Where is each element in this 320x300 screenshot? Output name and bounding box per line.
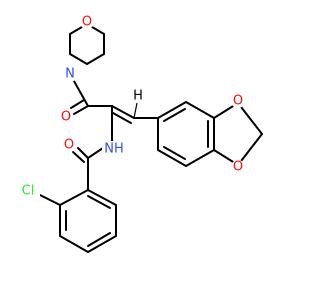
bond bbox=[59, 189, 89, 206]
bond bbox=[111, 105, 135, 119]
bond bbox=[87, 189, 117, 206]
atom-label: NH bbox=[104, 142, 124, 157]
bond bbox=[163, 108, 186, 122]
atom-vinyl-hydrogen: H bbox=[132, 89, 144, 104]
bond bbox=[185, 101, 215, 119]
bond bbox=[72, 151, 85, 163]
atom-ketone-oxygen: O bbox=[59, 110, 73, 125]
bond bbox=[157, 101, 187, 119]
bond bbox=[59, 235, 89, 253]
atom-labels: O N O O NH H O O bbox=[18, 15, 245, 199]
bond bbox=[70, 99, 85, 109]
bond bbox=[87, 235, 117, 253]
atom-label: N bbox=[65, 67, 75, 82]
atom-chlorine: Cl bbox=[18, 184, 40, 199]
atom-dioxole-oxygen-bottom: O bbox=[231, 160, 245, 175]
atom-label: Cl bbox=[22, 184, 35, 199]
bond bbox=[237, 102, 263, 135]
bond bbox=[133, 102, 138, 119]
molecule-structure-diagram: O N O O NH H O O bbox=[18, 14, 263, 253]
bond bbox=[37, 193, 61, 206]
bond bbox=[69, 53, 88, 65]
bond bbox=[237, 133, 263, 166]
atom-dioxole-oxygen-top: O bbox=[231, 94, 245, 109]
atom-morpholine-nitrogen: N bbox=[62, 66, 78, 82]
bond bbox=[163, 146, 186, 160]
bond bbox=[87, 195, 111, 209]
bond bbox=[73, 105, 89, 115]
bond bbox=[185, 149, 215, 167]
atom-label: O bbox=[233, 94, 243, 109]
bond bbox=[112, 112, 132, 124]
atom-morpholine-oxygen: O bbox=[80, 15, 94, 30]
atom-label: O bbox=[61, 110, 71, 125]
bond bbox=[87, 232, 111, 247]
atom-label: H bbox=[133, 89, 143, 104]
bond bbox=[86, 53, 105, 65]
atom-label: O bbox=[64, 138, 74, 153]
atom-label: O bbox=[82, 15, 92, 30]
atom-amide-nh: NH bbox=[102, 141, 124, 157]
atom-label: O bbox=[233, 160, 243, 175]
atom-amide-oxygen: O bbox=[62, 138, 76, 153]
bond bbox=[157, 149, 187, 167]
bond bbox=[77, 147, 89, 159]
